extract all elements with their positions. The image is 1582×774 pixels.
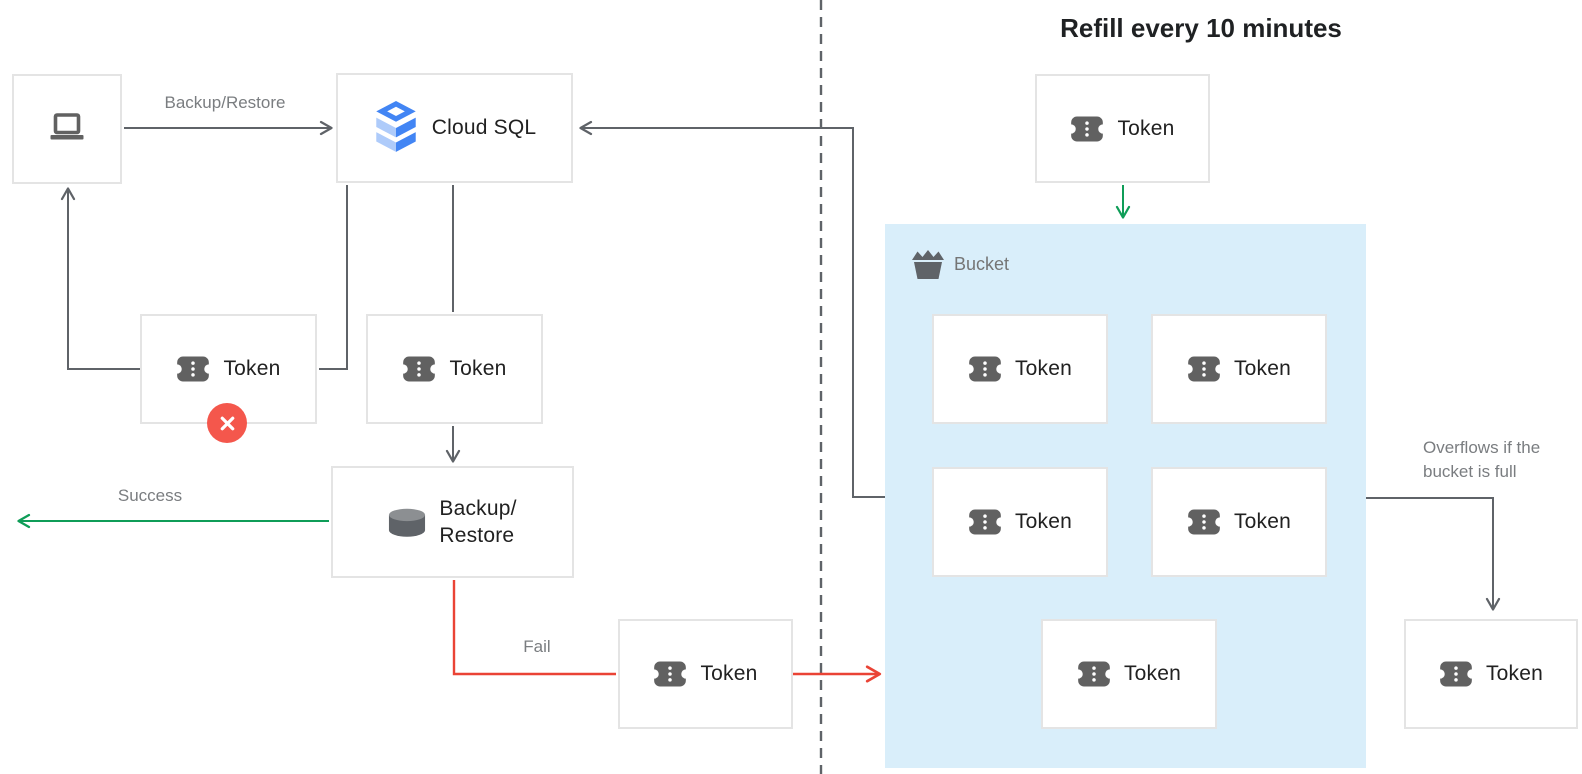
backup-restore-label-line1: Backup/ [439,497,517,520]
error-badge [207,403,247,443]
backup-restore-box: Backup/ Restore [331,466,574,578]
token-icon [967,509,1002,535]
success-label: Success [117,486,183,505]
token-icon [653,661,688,687]
token-icon [1076,661,1111,687]
bucket-token-box-2: Token [1151,314,1327,424]
request-token-box: Token [366,314,543,424]
bucket-label: Bucket [954,253,1010,274]
refill-token-box: Token [1035,74,1210,183]
token-icon [1186,356,1221,382]
token-icon [1186,509,1221,535]
overflow-note-line1: Overflows if the [1423,438,1541,457]
overflow-note: Overflows if the bucket is full [1423,436,1540,484]
bucket-token-box-1: Token [932,314,1108,424]
token-label: Token [1117,116,1175,140]
token-label: Token [1485,662,1544,685]
bucket-token-box-4: Token [1151,467,1327,577]
token-label: Token [700,662,758,685]
backup-restore-label-line2: Restore [439,524,515,547]
fail-label: Fail [523,637,551,656]
cloud-sql-box: Cloud SQL [336,73,573,183]
token-icon [1438,661,1473,687]
bucket-icon [912,250,944,279]
edge-bucket-to-cloudsql [579,120,885,498]
refill-title: Refill every 10 minutes [1060,13,1342,43]
token-label: Token [449,357,507,380]
token-label: Token [223,357,281,380]
fail-token-box: Token [618,619,793,729]
overflow-note-line2: bucket is full [1423,462,1517,481]
x-icon [220,416,234,430]
rejected-token-box: Token [140,314,317,424]
database-icon [389,508,426,537]
edge-rejected-token-to-client [60,187,140,370]
token-label: Token [1233,357,1292,380]
edge-cloudsql-to-rejected-token [319,185,348,370]
bucket-token-box-3: Token [932,467,1108,577]
token-label: Token [1233,510,1292,533]
bucket-token-box-5: Token [1041,619,1217,729]
token-icon [176,356,211,382]
cloud-sql-label: Cloud SQL [431,116,537,139]
token-label: Token [1014,357,1073,380]
edge-backup-fail-to-token [452,580,616,676]
laptop-icon [50,113,84,140]
edge-label-backup-restore: Backup/Restore [164,93,286,112]
overflow-token-box: Token [1404,619,1578,729]
bucket-header: Bucket [910,248,1009,280]
token-label: Token [1014,510,1073,533]
edge-bucket-overflow [1366,497,1501,611]
token-label: Token [1123,662,1182,685]
cloud-sql-icon [376,101,416,152]
token-icon [1070,116,1105,141]
token-icon [402,356,437,382]
client-box [12,74,122,184]
token-icon [967,356,1002,382]
